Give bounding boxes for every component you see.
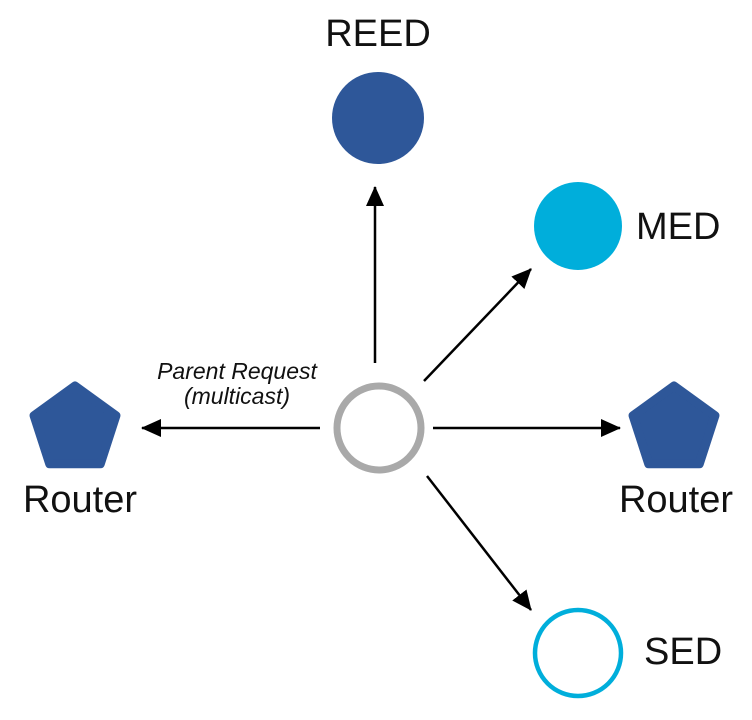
reed-label: REED: [325, 13, 431, 55]
arrow-to-sed: [426, 475, 532, 611]
parent-request-annotation: Parent Request (multicast): [157, 359, 317, 409]
router-left-node: [29, 381, 121, 469]
sed-node: [532, 607, 624, 699]
joining-device-node: [333, 382, 425, 474]
arrow-to-med: [423, 268, 532, 382]
annotation-line-2: (multicast): [183, 383, 291, 409]
med-label: MED: [636, 206, 721, 248]
annotation-line-1: Parent Request: [157, 358, 317, 384]
router-right-label: Router: [618, 479, 734, 521]
router-left-label: Router: [22, 479, 138, 521]
med-node: [534, 182, 622, 270]
sed-label: SED: [644, 631, 723, 673]
reed-node: [332, 72, 424, 164]
router-right-node: [628, 381, 720, 469]
